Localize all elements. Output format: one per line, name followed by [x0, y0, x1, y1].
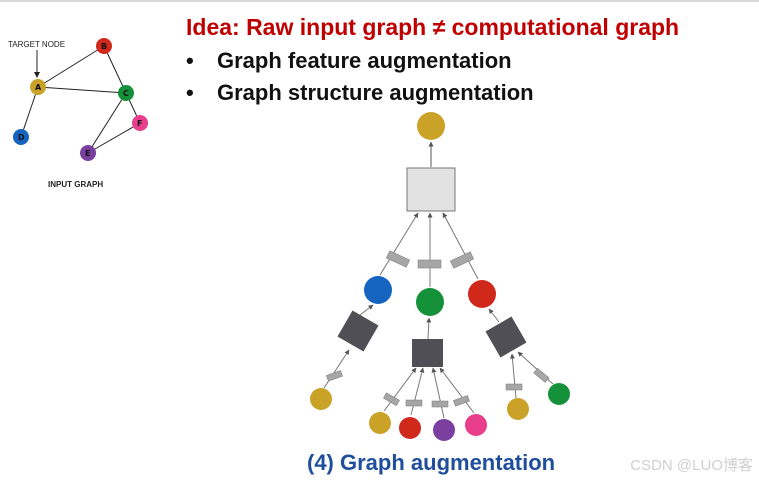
input-graph-caption: INPUT GRAPH: [48, 180, 103, 189]
message-box-green: [417, 259, 442, 269]
leaf-message-box-4: [431, 400, 449, 408]
arrow-blue-to-top: [379, 212, 419, 276]
leaf-message-box-5: [453, 395, 470, 407]
node-f-label: F: [137, 119, 142, 128]
target-node-label: TARGET NODE: [8, 40, 65, 49]
leaf-edge-right-1: [509, 353, 517, 399]
bullet-dot: •: [186, 48, 194, 73]
leaf-node-1: [310, 388, 332, 410]
aggregator-right: [485, 316, 527, 358]
leaf-edge-mid-3: [431, 367, 445, 419]
leaf-node-2: [369, 412, 391, 434]
node-d-label: D: [18, 133, 25, 142]
node-c: [118, 85, 134, 101]
level1-node-blue: [364, 276, 392, 304]
edge-a-b: [37, 45, 105, 88]
bullet-list: • Graph feature augmentation • Graph struc…: [186, 45, 534, 109]
node-b: [96, 38, 112, 54]
bullet-item: • Graph structure augmentation: [186, 77, 534, 109]
message-box-blue: [386, 250, 410, 268]
node-b-label: B: [101, 42, 107, 51]
bullet-text: Graph structure augmentation: [217, 80, 534, 105]
leaf-message-box-7: [533, 367, 550, 383]
bullet-dot: •: [186, 80, 194, 105]
leaf-message-box-1: [326, 370, 343, 382]
leaf-node-4: [433, 419, 455, 441]
bullet-item: • Graph feature augmentation: [186, 45, 534, 77]
slide-title: Idea: Raw input graph ≠ computational gr…: [186, 14, 680, 40]
arrow-agg-mid-to-green: [426, 317, 432, 340]
leaf-node-3: [399, 417, 421, 439]
aggregator-middle: [412, 339, 443, 367]
edge-a-c: [37, 86, 127, 94]
bullet-text: Graph feature augmentation: [217, 48, 512, 73]
edge-b-c: [103, 45, 127, 94]
leaf-edge-mid-4: [439, 367, 475, 414]
level1-node-red: [468, 280, 496, 308]
arrow-red-to-top: [442, 212, 479, 280]
edge-a-d: [20, 86, 39, 138]
node-c-label: C: [123, 89, 129, 98]
leaf-edge-mid-1: [383, 367, 417, 412]
watermark: CSDN @LUO博客: [630, 457, 753, 474]
edge-e-f: [87, 122, 141, 154]
leaf-message-box-2: [383, 392, 400, 406]
target-node: [417, 112, 445, 140]
leaf-message-box-3: [405, 399, 423, 407]
leaf-edge-mid-2: [410, 367, 425, 416]
node-e-label: E: [85, 149, 90, 158]
leaf-edge-left: [323, 349, 350, 389]
level1-node-green: [416, 288, 444, 316]
message-box-red: [450, 251, 474, 269]
edge-c-e: [87, 92, 127, 154]
figure-caption: (4) Graph augmentation: [307, 450, 556, 475]
leaf-node-5: [465, 414, 487, 436]
leaf-message-box-6: [505, 383, 523, 391]
aggregator-left: [337, 310, 379, 352]
node-e: [80, 145, 96, 161]
node-a-label: A: [35, 83, 42, 92]
leaf-node-6: [507, 398, 529, 420]
node-d: [13, 129, 29, 145]
target-arrow-head: [34, 72, 40, 78]
node-a: [30, 79, 46, 95]
leaf-node-7: [548, 383, 570, 405]
top-border-line: [0, 0, 759, 2]
node-f: [132, 115, 148, 131]
top-aggregator: [406, 167, 456, 212]
arrow-agg-right-to-red: [488, 308, 500, 323]
arrow-agg-left-to-blue: [359, 304, 374, 316]
